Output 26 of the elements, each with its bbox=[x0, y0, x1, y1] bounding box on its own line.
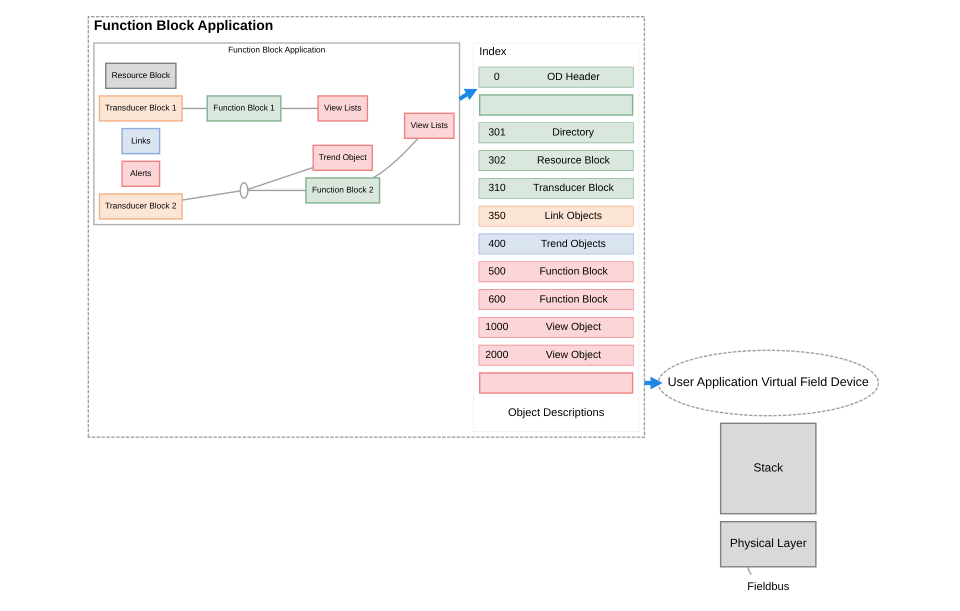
node-ellipse: User Application Virtual Field Device bbox=[657, 350, 879, 416]
node-box: Trend Object bbox=[312, 144, 372, 171]
connector bbox=[182, 190, 240, 201]
connector bbox=[280, 108, 318, 110]
node-box: Physical Layer bbox=[719, 520, 816, 568]
connector bbox=[182, 108, 207, 110]
node-box: Function Block 2 bbox=[304, 177, 380, 204]
node-box bbox=[478, 372, 633, 394]
node-box bbox=[478, 94, 633, 116]
connector bbox=[372, 138, 418, 179]
node-box: Alerts bbox=[120, 160, 160, 187]
node-box: Function Block 1 bbox=[206, 95, 282, 122]
node-box: Links bbox=[120, 128, 160, 154]
node-box: Stack bbox=[719, 422, 816, 514]
node-text: Fieldbus bbox=[746, 581, 789, 594]
arrow bbox=[458, 88, 477, 101]
node-box: View Lists bbox=[316, 95, 368, 122]
connector bbox=[746, 566, 752, 575]
connector bbox=[247, 166, 313, 190]
node-box: Transducer Block 1 bbox=[98, 95, 182, 122]
node-box: Resource Block bbox=[104, 62, 176, 89]
node-label: Object Descriptions bbox=[507, 407, 604, 420]
node-box: Transducer Block 2 bbox=[98, 193, 182, 220]
connector bbox=[247, 190, 306, 192]
node-box: View Lists bbox=[403, 112, 454, 140]
node-circle bbox=[239, 182, 248, 199]
